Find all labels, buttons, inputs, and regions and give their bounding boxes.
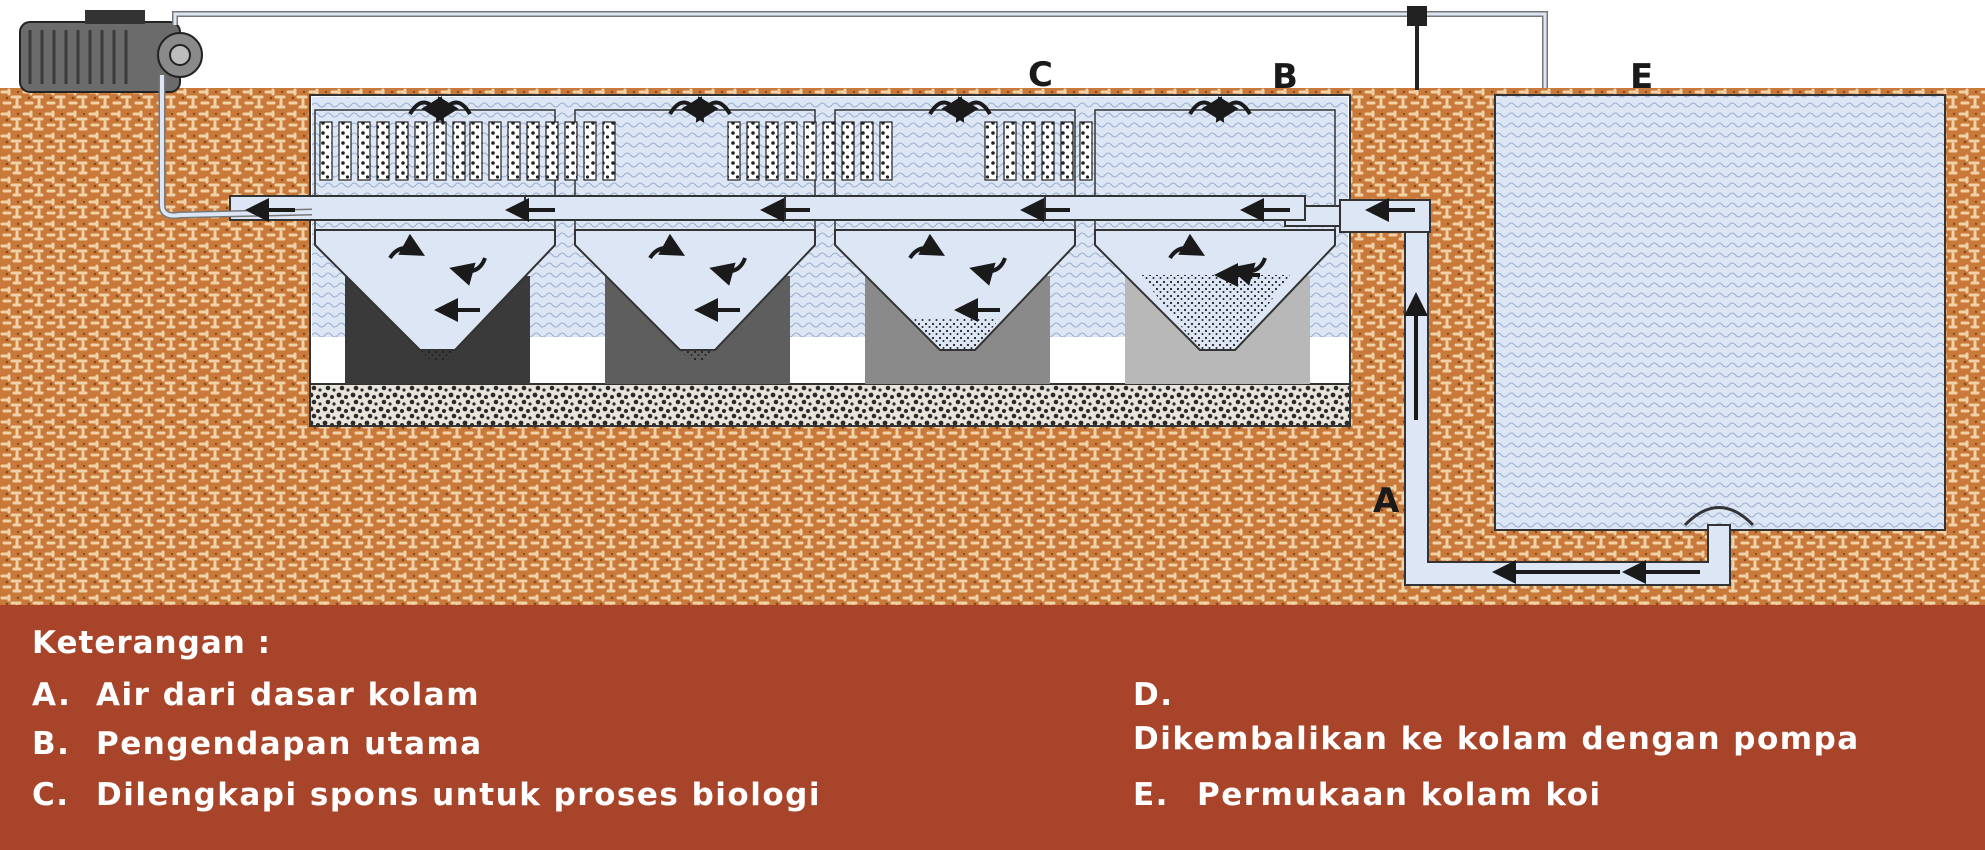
sponge	[803, 121, 817, 181]
legend-key: C.	[32, 777, 70, 813]
flow-arrow	[955, 96, 992, 123]
flow-arrow	[709, 257, 747, 286]
top-pipe	[172, 11, 1548, 88]
sponge	[1060, 121, 1074, 181]
sponge	[452, 121, 466, 181]
sponge	[376, 121, 390, 181]
legend-item-d: D. Dikembalikan ke kolam dengan pompa	[1133, 673, 1985, 761]
legend-item-b: B. Pengendapan utama	[32, 722, 483, 766]
sponge	[507, 121, 521, 181]
sponge	[841, 121, 855, 181]
flow-arrow	[1229, 257, 1267, 286]
gravel-base	[309, 383, 1351, 427]
flow-arrows	[245, 96, 1700, 584]
legend-key: A.	[32, 677, 72, 713]
flow-arrow	[388, 233, 425, 260]
sponge	[583, 121, 597, 181]
sponge	[319, 121, 333, 181]
sponge	[338, 121, 352, 181]
sponge	[984, 121, 998, 181]
pipe-valve	[1407, 6, 1427, 26]
legend-title: Keterangan :	[32, 625, 271, 661]
koi-pond	[1494, 94, 1946, 531]
pump-motor	[19, 10, 203, 93]
legend-text: Dilengkapi spons untuk proses biologi	[96, 777, 821, 813]
label-a: A	[1373, 481, 1400, 521]
legend-item-e: E. Permukaan kolam koi	[1133, 773, 1602, 817]
sponge	[433, 121, 447, 181]
sponge	[1022, 121, 1036, 181]
legend-item-a: A. Air dari dasar kolam	[32, 673, 480, 717]
flow-arrow	[1215, 96, 1252, 123]
sponge	[1041, 121, 1055, 181]
filter-system-diagram: A B C E	[0, 6, 1985, 605]
legend-text: Permukaan kolam koi	[1197, 777, 1602, 813]
sponge	[727, 121, 741, 181]
sponge	[1079, 121, 1093, 181]
label-c: C	[1028, 55, 1053, 95]
sponge	[860, 121, 874, 181]
legend-item-c: C. Dilengkapi spons untuk proses biologi	[32, 773, 821, 817]
sponge	[564, 121, 578, 181]
legend-panel: Keterangan : A. Air dari dasar kolam B. Pe…	[0, 605, 1985, 850]
legend-key: E.	[1133, 777, 1169, 813]
sponge	[357, 121, 371, 181]
sponge-filters	[319, 121, 1093, 181]
sponge	[784, 121, 798, 181]
legend-text: Pengendapan utama	[96, 726, 483, 762]
sponge	[526, 121, 540, 181]
sponge	[746, 121, 760, 181]
sponge	[414, 121, 428, 181]
label-e: E	[1630, 57, 1653, 97]
flow-arrow	[1168, 233, 1205, 260]
flow-arrow	[695, 96, 732, 123]
legend-text: Air dari dasar kolam	[96, 677, 481, 713]
sponge	[879, 121, 893, 181]
sponge	[469, 121, 483, 181]
sponge	[395, 121, 409, 181]
legend-key: B.	[32, 726, 71, 762]
sponge	[602, 121, 616, 181]
sponge	[488, 121, 502, 181]
label-b: B	[1272, 57, 1298, 97]
flow-arrow	[435, 96, 472, 123]
sponge	[545, 121, 559, 181]
flow-arrow	[969, 257, 1007, 286]
sponge	[765, 121, 779, 181]
legend-key: D.	[1133, 677, 1174, 713]
flow-arrow	[648, 233, 685, 260]
legend-text: Dikembalikan ke kolam dengan pompa	[1133, 721, 1860, 757]
sponge	[822, 121, 836, 181]
flow-arrow	[449, 257, 487, 286]
flow-arrow	[908, 233, 945, 260]
sediment	[420, 275, 1290, 360]
sponge	[1003, 121, 1017, 181]
